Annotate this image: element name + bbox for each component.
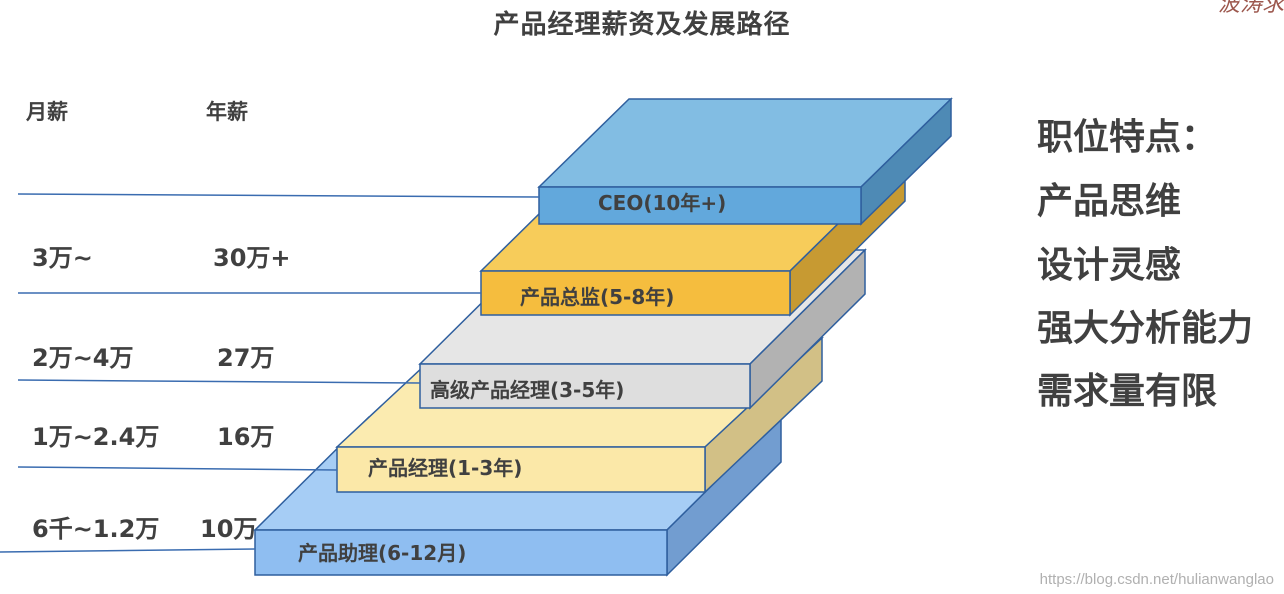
annual-salary-pm: 16万 [217,423,275,451]
level-assistant-front [254,529,668,576]
features-title: 职位特点： [1037,117,1218,158]
level-senior-leader-line [17,379,421,384]
monthly-salary-assistant: 6千~1.2万 [32,515,160,543]
level-director-label: 产品总监(5-8年) [520,285,674,309]
level-assistant-label: 产品助理(6-12月) [298,541,466,565]
monthly-salary-header: 月薪 [26,100,68,124]
annual-salary-header: 年薪 [206,100,248,124]
level-ceo-leader-line [17,193,540,198]
annual-salary-senior: 27万 [217,344,275,372]
feature-item-product-thinking: 产品思维 [1037,181,1182,222]
level-director-front [480,270,791,316]
monthly-salary-ceo: 3万~ [32,244,93,272]
feature-item-design-inspiration: 设计灵感 [1037,245,1182,286]
annual-salary-assistant: 10万 [200,515,258,543]
level-senior-front [419,363,751,409]
page-title: 产品经理薪资及发展路径 [493,10,791,40]
monthly-salary-senior: 2万~4万 [32,344,134,372]
level-assistant-leader-line [0,548,256,553]
feature-item-analysis-ability: 强大分析能力 [1037,308,1254,349]
annual-salary-ceo: 30万+ [213,244,291,272]
level-ceo-label: CEO(10年+) [598,191,726,215]
level-ceo-front [538,186,862,225]
monthly-salary-pm: 1万~2.4万 [32,423,160,451]
level-senior-label: 高级产品经理(3-5年) [430,378,624,402]
level-pm-front [336,446,706,493]
watermark-url: https://blog.csdn.net/hulianwanglao [1039,571,1274,588]
level-pm-label: 产品经理(1-3年) [368,456,522,480]
corner-stamp: 波涛求 [1217,0,1284,17]
feature-item-limited-demand: 需求量有限 [1037,371,1218,412]
level-pm-leader-line [17,466,338,471]
level-ceo: CEO(10年+) [17,97,953,226]
